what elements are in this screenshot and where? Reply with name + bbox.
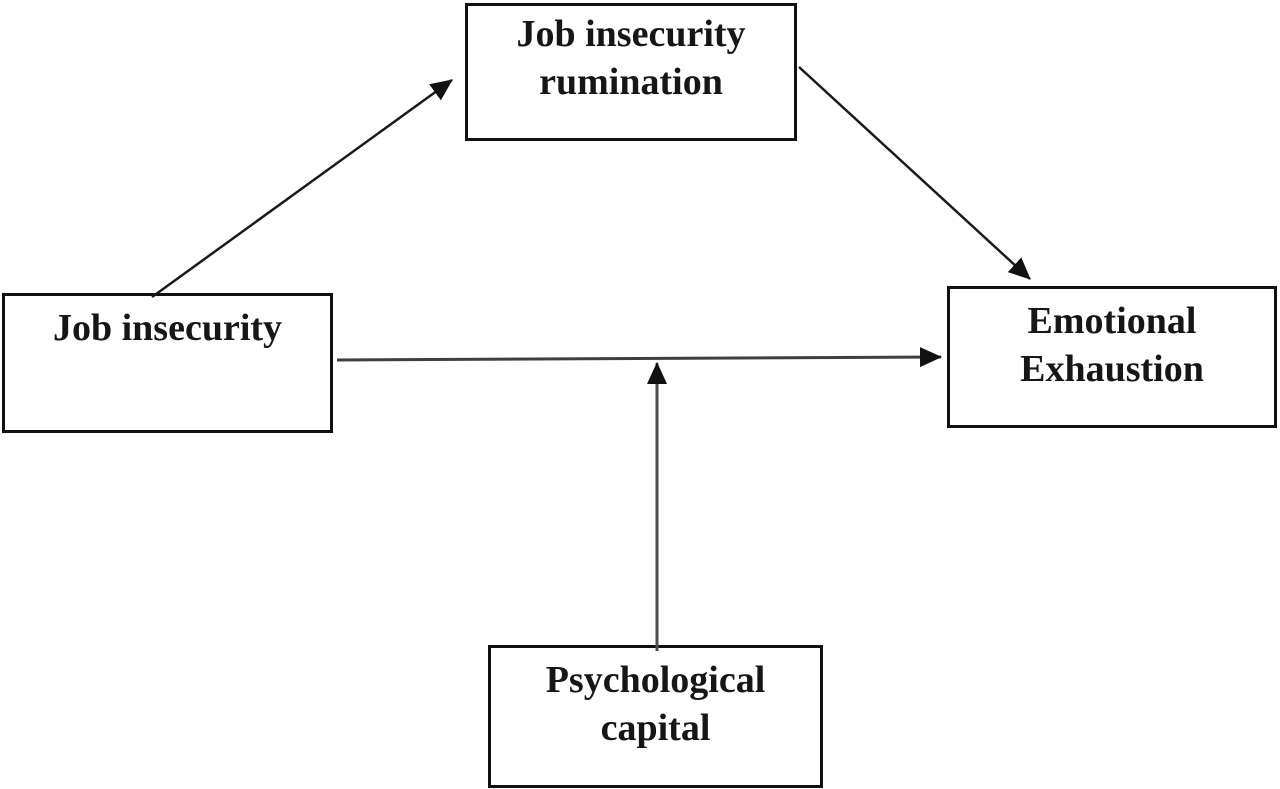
- node-job-insecurity-rumination: Job insecurity rumination: [465, 3, 797, 141]
- node-psychological-capital-label: Psychological capital: [545, 659, 766, 749]
- node-emotional-exhaustion-label: Emotional Exhaustion: [1020, 300, 1204, 390]
- node-psychological-capital: Psychological capital: [488, 645, 823, 788]
- node-job-insecurity: Job insecurity: [2, 293, 333, 433]
- arrow-rumination-to-emotional-exhaustion: [798, 66, 1031, 280]
- arrow-job-insecurity-to-emotional-exhaustion: [336, 347, 942, 368]
- node-job-insecurity-label: Job insecurity: [52, 307, 283, 349]
- arrow-job-insecurity-to-rumination: [151, 78, 453, 299]
- node-emotional-exhaustion: Emotional Exhaustion: [947, 286, 1277, 428]
- node-job-insecurity-rumination-label: Job insecurity rumination: [516, 13, 746, 103]
